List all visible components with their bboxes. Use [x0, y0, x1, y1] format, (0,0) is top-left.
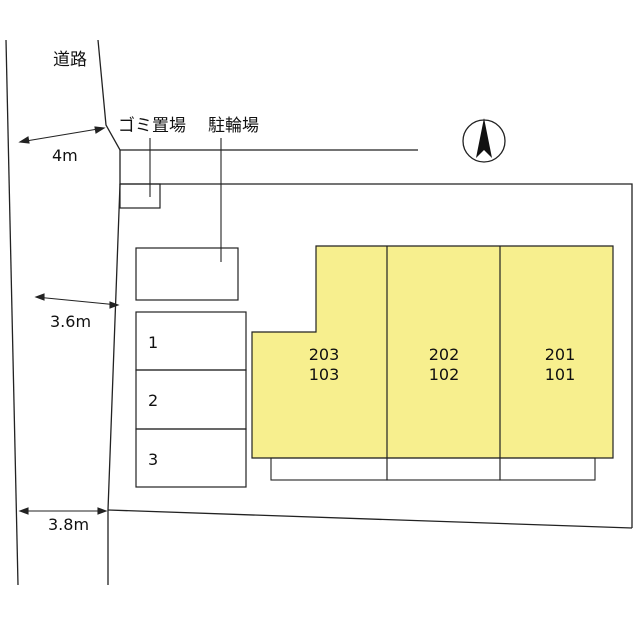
road-width-label: 3.6m [50, 312, 92, 331]
balcony [499, 457, 596, 481]
width-dimension-3-8m [18, 507, 108, 515]
unit-upper-number: 202 [428, 345, 460, 364]
road-edge-north [97, 39, 418, 151]
balcony [270, 457, 388, 481]
building-footprint [251, 245, 614, 459]
unit-label-201-101: 201 101 [530, 345, 590, 385]
bicycle-parking-label: 駐輪場 [208, 116, 259, 136]
site-boundary-west [107, 183, 121, 585]
garbage-area-label: ゴミ置場 [118, 116, 186, 136]
parking-number: 1 [148, 333, 159, 352]
parking-space-3 [135, 428, 247, 488]
garbage-area [119, 183, 161, 209]
site-boundary-top [119, 150, 633, 528]
road-width-label: 3.8m [48, 515, 90, 534]
road-label: 道路 [53, 50, 87, 70]
unit-upper-number: 203 [308, 345, 340, 364]
road-edge-left [5, 39, 19, 586]
unit-upper-number: 201 [544, 345, 576, 364]
width-dimension-3-6m [34, 293, 120, 309]
parking-number: 2 [148, 391, 159, 410]
bicycle-parking-area [135, 247, 239, 301]
unit-lower-number: 101 [544, 365, 576, 384]
north-arrow-icon [462, 118, 506, 163]
unit-label-202-102: 202 102 [414, 345, 474, 385]
width-dimension-4m [18, 126, 106, 144]
site-boundary-south [107, 509, 633, 529]
unit-label-203-103: 203 103 [294, 345, 354, 385]
parking-number: 3 [148, 450, 159, 469]
unit-lower-number: 103 [308, 365, 340, 384]
unit-lower-number: 102 [428, 365, 460, 384]
road-width-label: 4m [52, 146, 78, 165]
balcony [386, 457, 501, 481]
